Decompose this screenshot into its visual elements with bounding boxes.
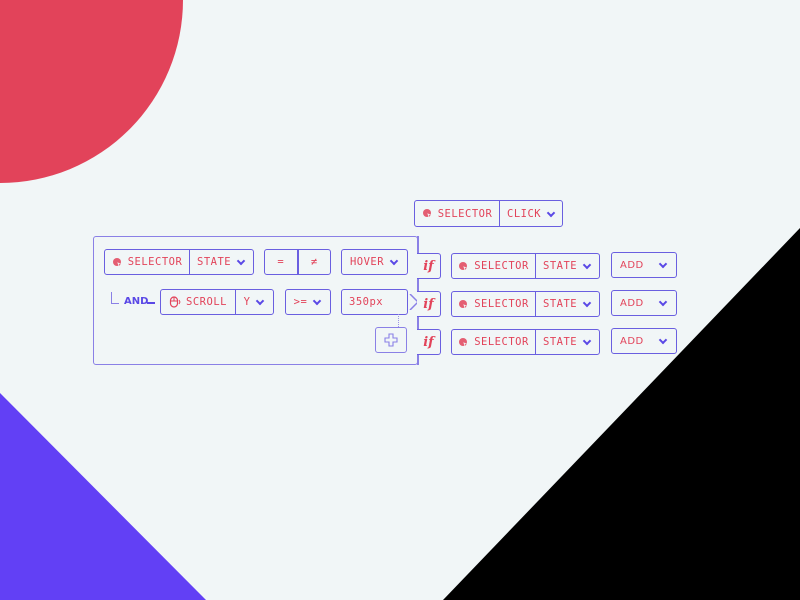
cursor-pointer-icon xyxy=(112,257,123,268)
and-connector-label: AND xyxy=(124,296,149,307)
rule-state-dropdown[interactable]: STATE xyxy=(535,330,599,354)
and-connector-elbow xyxy=(111,292,119,304)
plus-icon xyxy=(384,333,398,347)
rule-selector-button[interactable]: SELECTOR xyxy=(452,330,535,354)
chevron-down-icon xyxy=(582,299,592,309)
rule-state-dropdown[interactable]: STATE xyxy=(535,292,599,316)
comparison-operator-label: >= xyxy=(293,296,308,308)
chevron-down-icon xyxy=(582,261,592,271)
trigger-selector-button[interactable]: SELECTOR xyxy=(415,201,499,226)
rule-action-segment: ADD xyxy=(612,329,676,353)
operator-toggle: = ≠ xyxy=(264,249,331,275)
comparison-operator-dropdown[interactable]: >= xyxy=(285,289,331,315)
rule-state-label: STATE xyxy=(543,336,578,348)
rule-selector-label: SELECTOR xyxy=(474,336,529,348)
condition-selector-label: SELECTOR xyxy=(127,256,183,268)
chevron-down-icon xyxy=(255,297,265,307)
rule-action-label: ADD xyxy=(620,259,644,271)
rule-selector-block: SELECTOR STATE xyxy=(451,329,600,355)
rule-selector-button[interactable]: SELECTOR xyxy=(452,254,535,278)
scroll-axis-dropdown[interactable]: Y xyxy=(235,290,273,314)
chevron-down-icon xyxy=(658,298,668,308)
condition-value-segment: HOVER xyxy=(342,250,407,274)
add-condition-dotted-line xyxy=(398,314,399,327)
operator-equal-label: = xyxy=(277,256,285,268)
comparison-operator-segment: >= xyxy=(286,290,330,314)
rule-selector-block: SELECTOR STATE xyxy=(451,253,600,279)
trigger-selector-label: SELECTOR xyxy=(437,207,493,220)
scroll-value-input[interactable]: 350px xyxy=(341,289,408,315)
and-connector-dash xyxy=(147,302,155,304)
rule-action-segment: ADD xyxy=(612,291,676,315)
rule-action-dropdown[interactable]: ADD xyxy=(611,252,677,278)
cursor-pointer-icon xyxy=(458,299,470,310)
chevron-down-icon xyxy=(546,209,556,219)
rule-action-dropdown[interactable]: ADD xyxy=(611,328,677,354)
trigger-block: SELECTOR CLICK xyxy=(414,200,563,227)
decorative-purple-triangle xyxy=(0,393,206,600)
trigger-event-dropdown[interactable]: CLICK xyxy=(499,201,563,226)
rule-if-label: if xyxy=(417,329,441,355)
chevron-down-icon xyxy=(658,260,668,270)
add-condition-button[interactable] xyxy=(375,327,407,353)
decorative-black-triangle xyxy=(443,228,800,600)
if-text: if xyxy=(423,258,434,274)
chevron-down-icon xyxy=(582,337,592,347)
scroll-source-label: SCROLL xyxy=(186,296,227,308)
rule-selector-label: SELECTOR xyxy=(474,298,529,310)
cursor-pointer-icon xyxy=(422,208,433,219)
scroll-value-segment: 350px xyxy=(342,290,407,314)
rule-action-label: ADD xyxy=(620,297,644,309)
chevron-down-icon xyxy=(389,257,399,267)
rule-action-segment: ADD xyxy=(612,253,676,277)
cursor-pointer-icon xyxy=(458,261,470,272)
condition-value-label: HOVER xyxy=(349,256,385,268)
rule-state-label: STATE xyxy=(543,298,578,310)
rule-selector-label: SELECTOR xyxy=(474,260,529,272)
mouse-scroll-icon xyxy=(169,296,181,308)
operator-not-equal-button[interactable]: ≠ xyxy=(296,250,331,274)
cursor-pointer-icon xyxy=(458,337,470,348)
rule-state-label: STATE xyxy=(543,260,578,272)
chevron-down-icon xyxy=(658,336,668,346)
chevron-down-icon xyxy=(236,257,246,267)
trigger-event-label: CLICK xyxy=(507,207,542,220)
chevron-down-icon xyxy=(312,297,322,307)
operator-not-equal-label: ≠ xyxy=(310,256,318,268)
rule-if-label: if xyxy=(417,253,441,279)
rule-action-dropdown[interactable]: ADD xyxy=(611,290,677,316)
rule-selector-button[interactable]: SELECTOR xyxy=(452,292,535,316)
rule-if-label: if xyxy=(417,291,441,317)
scroll-value-text: 350px xyxy=(349,296,384,308)
rule-state-dropdown[interactable]: STATE xyxy=(535,254,599,278)
condition-value-dropdown[interactable]: HOVER xyxy=(341,249,408,275)
scroll-axis-label: Y xyxy=(243,296,251,308)
condition-state-label: STATE xyxy=(197,256,232,268)
decorative-red-circle xyxy=(0,0,183,183)
operator-equal-button[interactable]: = xyxy=(265,250,297,274)
rule-selector-block: SELECTOR STATE xyxy=(451,291,600,317)
condition-row1-selector-block: SELECTOR STATE xyxy=(104,249,254,275)
scroll-source-button[interactable]: SCROLL xyxy=(161,290,235,314)
if-text: if xyxy=(423,334,434,350)
if-text: if xyxy=(423,296,434,312)
condition-row2-source-block: SCROLL Y xyxy=(160,289,274,315)
condition-selector-button[interactable]: SELECTOR xyxy=(105,250,189,274)
rule-action-label: ADD xyxy=(620,335,644,347)
condition-state-dropdown[interactable]: STATE xyxy=(189,250,253,274)
